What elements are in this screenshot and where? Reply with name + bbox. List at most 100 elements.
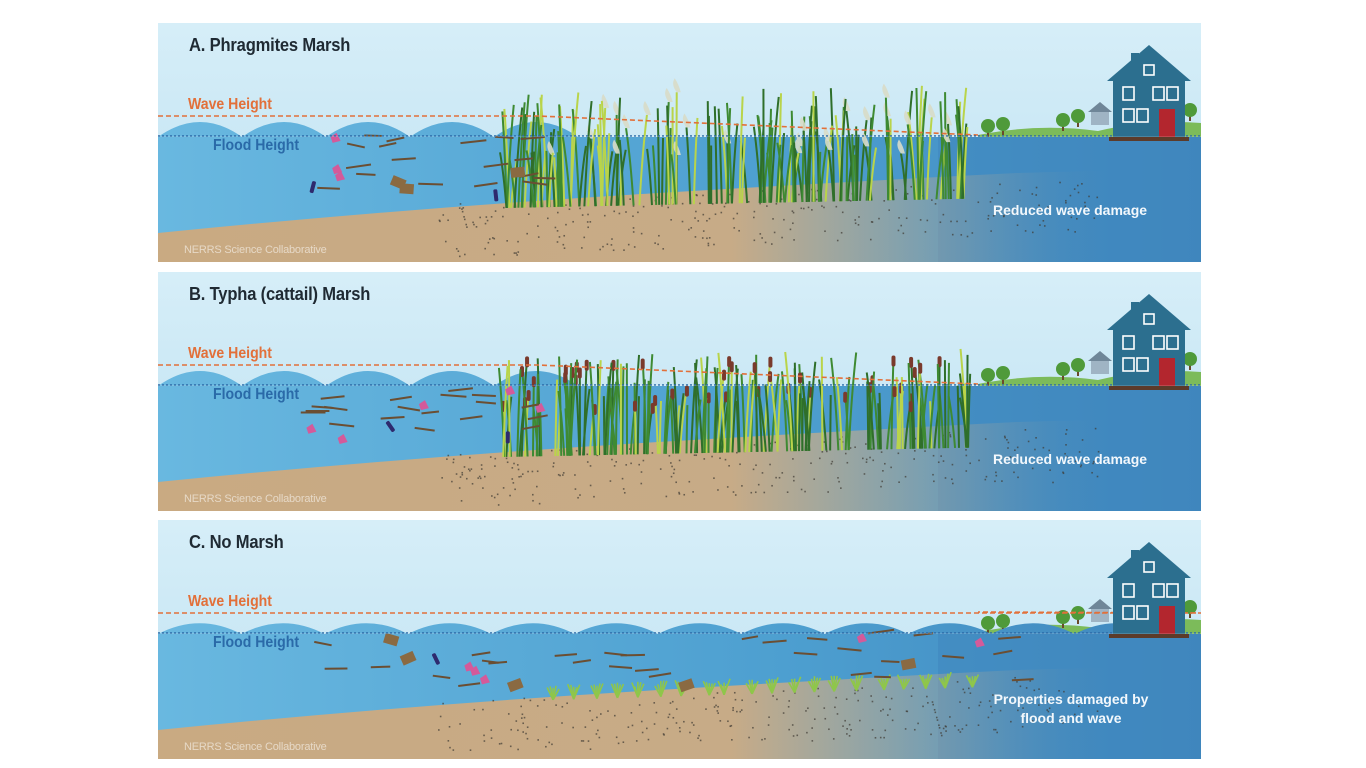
debris-icon [993,649,1013,656]
debris-icon [494,135,514,139]
reed-icon [835,377,843,451]
cattail-icon [908,401,913,413]
seed-plume [673,78,681,93]
wave-height-label: Wave Height [188,96,272,113]
seagrass [708,682,717,696]
cattail-icon [653,395,658,407]
cattail-icon [640,358,645,370]
debris-icon [793,651,818,656]
reed-icon [610,153,618,206]
debris-icon [329,422,355,428]
reed-icon [545,150,549,208]
debris-icon [974,637,985,648]
reed-icon [817,151,822,202]
reed-icon [506,104,515,208]
reed-icon [947,123,952,200]
reed-icon [780,371,789,452]
reed-icon [865,104,876,201]
seagrass [813,677,822,693]
credit-label: NERRS Science Collaborative [184,741,327,753]
seagrass [596,683,604,699]
debris-icon [881,660,900,663]
reed-icon [830,357,840,451]
reed-icon [567,363,573,456]
reed-icon [777,93,783,203]
reed-icon [859,119,868,201]
reed-icon [900,153,908,201]
debris-icon [762,639,787,644]
reed-icon [935,134,946,200]
cattail-icon [798,372,803,384]
debris-icon [520,135,545,141]
tree-icon [1183,103,1197,117]
reed-icon [569,359,579,456]
cattail-icon [768,371,773,383]
cattail-icon [768,356,773,368]
debris-icon [850,671,872,676]
cattail-icon [909,356,914,368]
reed-icon [801,398,804,452]
seed-plume [794,139,803,154]
cattail-icon [752,362,757,374]
cattail-icon [843,391,848,403]
flood-height-label: Flood Height [213,137,300,154]
reed-icon [536,358,541,457]
debris-icon [421,410,440,415]
cattail-icon [577,367,582,379]
seagrass [616,683,625,699]
reed-icon [507,360,511,457]
reed-icon [878,392,882,450]
reed-icon [615,97,622,206]
reed-icon [502,365,509,458]
debris-icon [332,164,343,175]
debris-icon [320,395,345,400]
debris-icon [913,632,934,637]
debris-icon [386,136,405,143]
seagrass [552,688,560,701]
reed-icon [587,129,597,207]
debris-icon [314,640,332,647]
seagrass [793,676,802,693]
reed-icon [672,366,679,454]
debris-icon [345,163,372,170]
reed-icon [685,405,689,454]
reed-icon [646,354,654,455]
cattail-icon [650,402,655,414]
cattail-icon [632,400,637,412]
reed-icon [646,148,653,206]
seagrass [660,680,668,697]
seed-plume [601,93,610,108]
reed-icon [738,96,744,204]
reed-icon [740,374,746,453]
seagrass [637,683,645,698]
reed-icon [839,98,847,202]
seagrass [833,677,841,692]
house-icon [1107,294,1191,390]
reed-icon [517,102,526,208]
seed-plume [643,101,651,116]
reed-icon [866,381,870,450]
reed-icon [847,352,858,451]
reed-icon [535,373,539,457]
debris-icon [510,166,526,178]
seed-plume [928,103,936,118]
reed-icon [651,145,658,205]
reed-icon [690,359,698,454]
background-house [1091,608,1109,622]
seed-plume [682,113,691,128]
seagrass [771,677,779,694]
debris-icon [397,405,421,412]
reed-icon [869,371,876,450]
reed-icon [895,377,900,450]
tree-icon [981,368,995,382]
reed-icon [936,363,941,449]
debris-icon [505,385,516,396]
debris-icon [383,632,400,647]
outcome-label: Reduced wave damage [992,451,1148,467]
tree-icon [1056,362,1070,376]
reed-icon [918,91,928,200]
debris-icon [741,635,759,641]
reed-icon [939,125,950,200]
debris-icon [356,172,376,176]
reed-icon [636,396,640,455]
